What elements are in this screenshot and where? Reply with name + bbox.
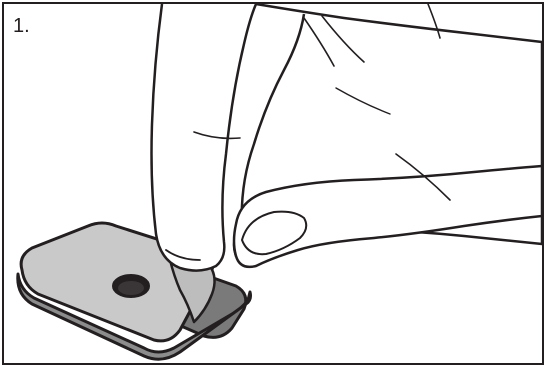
hand-peeling-pad-illustration	[4, 4, 542, 363]
pad-hole-inner	[118, 281, 144, 295]
